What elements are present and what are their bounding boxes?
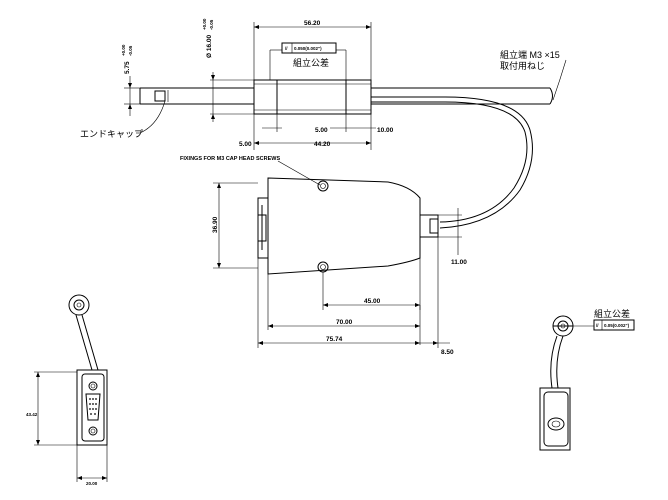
dim-75-74: 75.74 8.50: [257, 237, 454, 356]
tolerance-frame-top: // 0.050(0.002") 組立公差: [269, 42, 347, 80]
svg-text:44.20: 44.20: [314, 141, 331, 148]
svg-text:-0.05: -0.05: [128, 45, 133, 56]
front-view-left: [68, 294, 108, 446]
dim-5-75: 5.75 +0.00 -0.05: [121, 44, 140, 116]
probe-body-top-view: [139, 79, 553, 115]
svg-text:+0.00: +0.00: [121, 44, 126, 56]
fixings-leader: [277, 160, 321, 186]
dim-70-00: 70.00: [267, 274, 421, 345]
svg-text:56.20: 56.20: [304, 20, 321, 27]
cable-top: [371, 96, 533, 229]
svg-text:組立公差: 組立公差: [293, 57, 329, 68]
svg-text://: //: [285, 46, 288, 51]
svg-text:エンドキャップ: エンドキャップ: [80, 129, 143, 139]
svg-text:8.50: 8.50: [441, 349, 454, 356]
svg-text://: //: [596, 323, 599, 328]
svg-text:45.00: 45.00: [364, 298, 381, 305]
svg-text:+0.00: +0.00: [202, 18, 207, 30]
side-view-right: [539, 315, 574, 451]
svg-text:10.00: 10.00: [377, 127, 394, 134]
svg-text:0.05(0.002"): 0.05(0.002"): [604, 323, 630, 328]
dim-45-00: 45.00: [322, 258, 421, 310]
svg-text:組立端 M3 ×15: 組立端 M3 ×15: [500, 49, 560, 60]
svg-text:5.75: 5.75: [124, 61, 131, 74]
svg-text:-0.05: -0.05: [209, 19, 214, 30]
dim-11-00: 11.00: [438, 208, 467, 266]
svg-text:20.00: 20.00: [86, 481, 98, 486]
svg-text:5.00: 5.00: [315, 127, 328, 134]
svg-text:Ø 16.00: Ø 16.00: [206, 34, 213, 58]
dim-20-00: 20.00: [76, 445, 108, 486]
fixings-label: FIXINGS FOR M3 CAP HEAD SCREWS: [180, 156, 280, 162]
svg-text:70.00: 70.00: [336, 319, 353, 326]
dims-bottom-top-view: 5.00 5.00 10.00 44.20: [239, 114, 394, 150]
assembly-end-callout: 組立端 M3 ×15 取付用ねじ: [500, 49, 567, 101]
svg-text:43.42: 43.42: [26, 412, 38, 417]
svg-text:75.74: 75.74: [326, 336, 343, 343]
dim-diameter: Ø 16.00 +0.00 -0.05: [202, 18, 254, 122]
dim-43-42: 43.42: [26, 371, 77, 446]
dim-56-20: 56.20: [253, 20, 372, 80]
connector-box: [257, 177, 439, 275]
svg-text:11.00: 11.00: [451, 259, 467, 266]
svg-text:36.90: 36.90: [212, 216, 219, 233]
tolerance-frame-right: 組立公差 // 0.05(0.002"): [573, 308, 635, 331]
svg-text:0.050(0.002"): 0.050(0.002"): [294, 46, 322, 51]
svg-text:組立公差: 組立公差: [594, 308, 630, 319]
svg-text:5.00: 5.00: [239, 141, 252, 148]
end-cap-callout: エンドキャップ: [80, 100, 166, 139]
dim-36-90: 36.90: [212, 182, 258, 269]
svg-text:取付用ねじ: 取付用ねじ: [500, 61, 545, 71]
